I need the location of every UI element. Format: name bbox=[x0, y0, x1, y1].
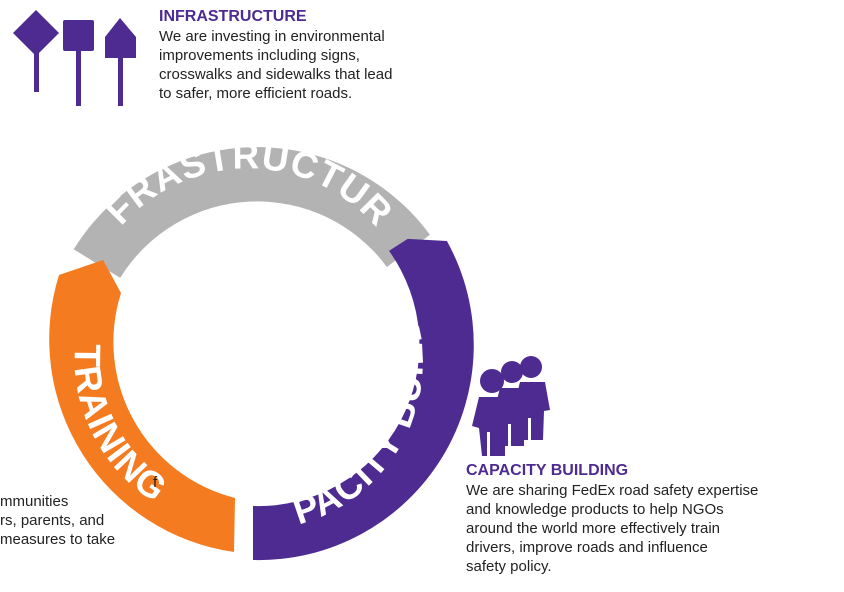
capacity-building-line: We are sharing FedEx road safety experti… bbox=[466, 482, 759, 499]
capacity-building-line: safety policy. bbox=[466, 558, 552, 575]
training-line: measures to take bbox=[0, 531, 116, 548]
training-line: rs, parents, and bbox=[0, 512, 105, 529]
people-group-icon bbox=[472, 356, 550, 456]
infrastructure-description: INFRASTRUCTURE We are investing in envir… bbox=[159, 7, 489, 103]
training-ring-segment bbox=[49, 260, 236, 552]
capacity-building-ring-segment bbox=[253, 238, 474, 561]
training-line: f bbox=[153, 474, 158, 491]
infrastructure-heading: INFRASTRUCTURE bbox=[159, 8, 307, 25]
capacity-building-line: around the world more effectively train bbox=[466, 520, 721, 537]
capacity-building-description: CAPACITY BUILDING We are sharing FedEx r… bbox=[466, 461, 844, 576]
capacity-building-body: We are sharing FedEx road safety experti… bbox=[466, 481, 844, 576]
infrastructure-line: improvements including signs, bbox=[159, 47, 360, 64]
infrastructure-body: We are investing in environmental improv… bbox=[159, 27, 489, 103]
infrastructure-line: to safer, more efficient roads. bbox=[159, 85, 353, 102]
capacity-building-line: drivers, improve roads and influence bbox=[466, 539, 708, 556]
capacity-building-heading: CAPACITY BUILDING bbox=[466, 462, 629, 479]
infrastructure-line: We are investing in environmental bbox=[159, 28, 385, 45]
capacity-building-line: and knowledge products to help NGOs bbox=[466, 501, 724, 518]
road-signs-icon bbox=[13, 10, 136, 106]
training-description-fragment: f mmunities rs, parents, and measures to… bbox=[0, 473, 330, 549]
infrastructure-ring-segment bbox=[73, 147, 430, 278]
infrastructure-line: crosswalks and sidewalks that lead bbox=[159, 66, 393, 83]
training-line: mmunities bbox=[0, 493, 69, 510]
